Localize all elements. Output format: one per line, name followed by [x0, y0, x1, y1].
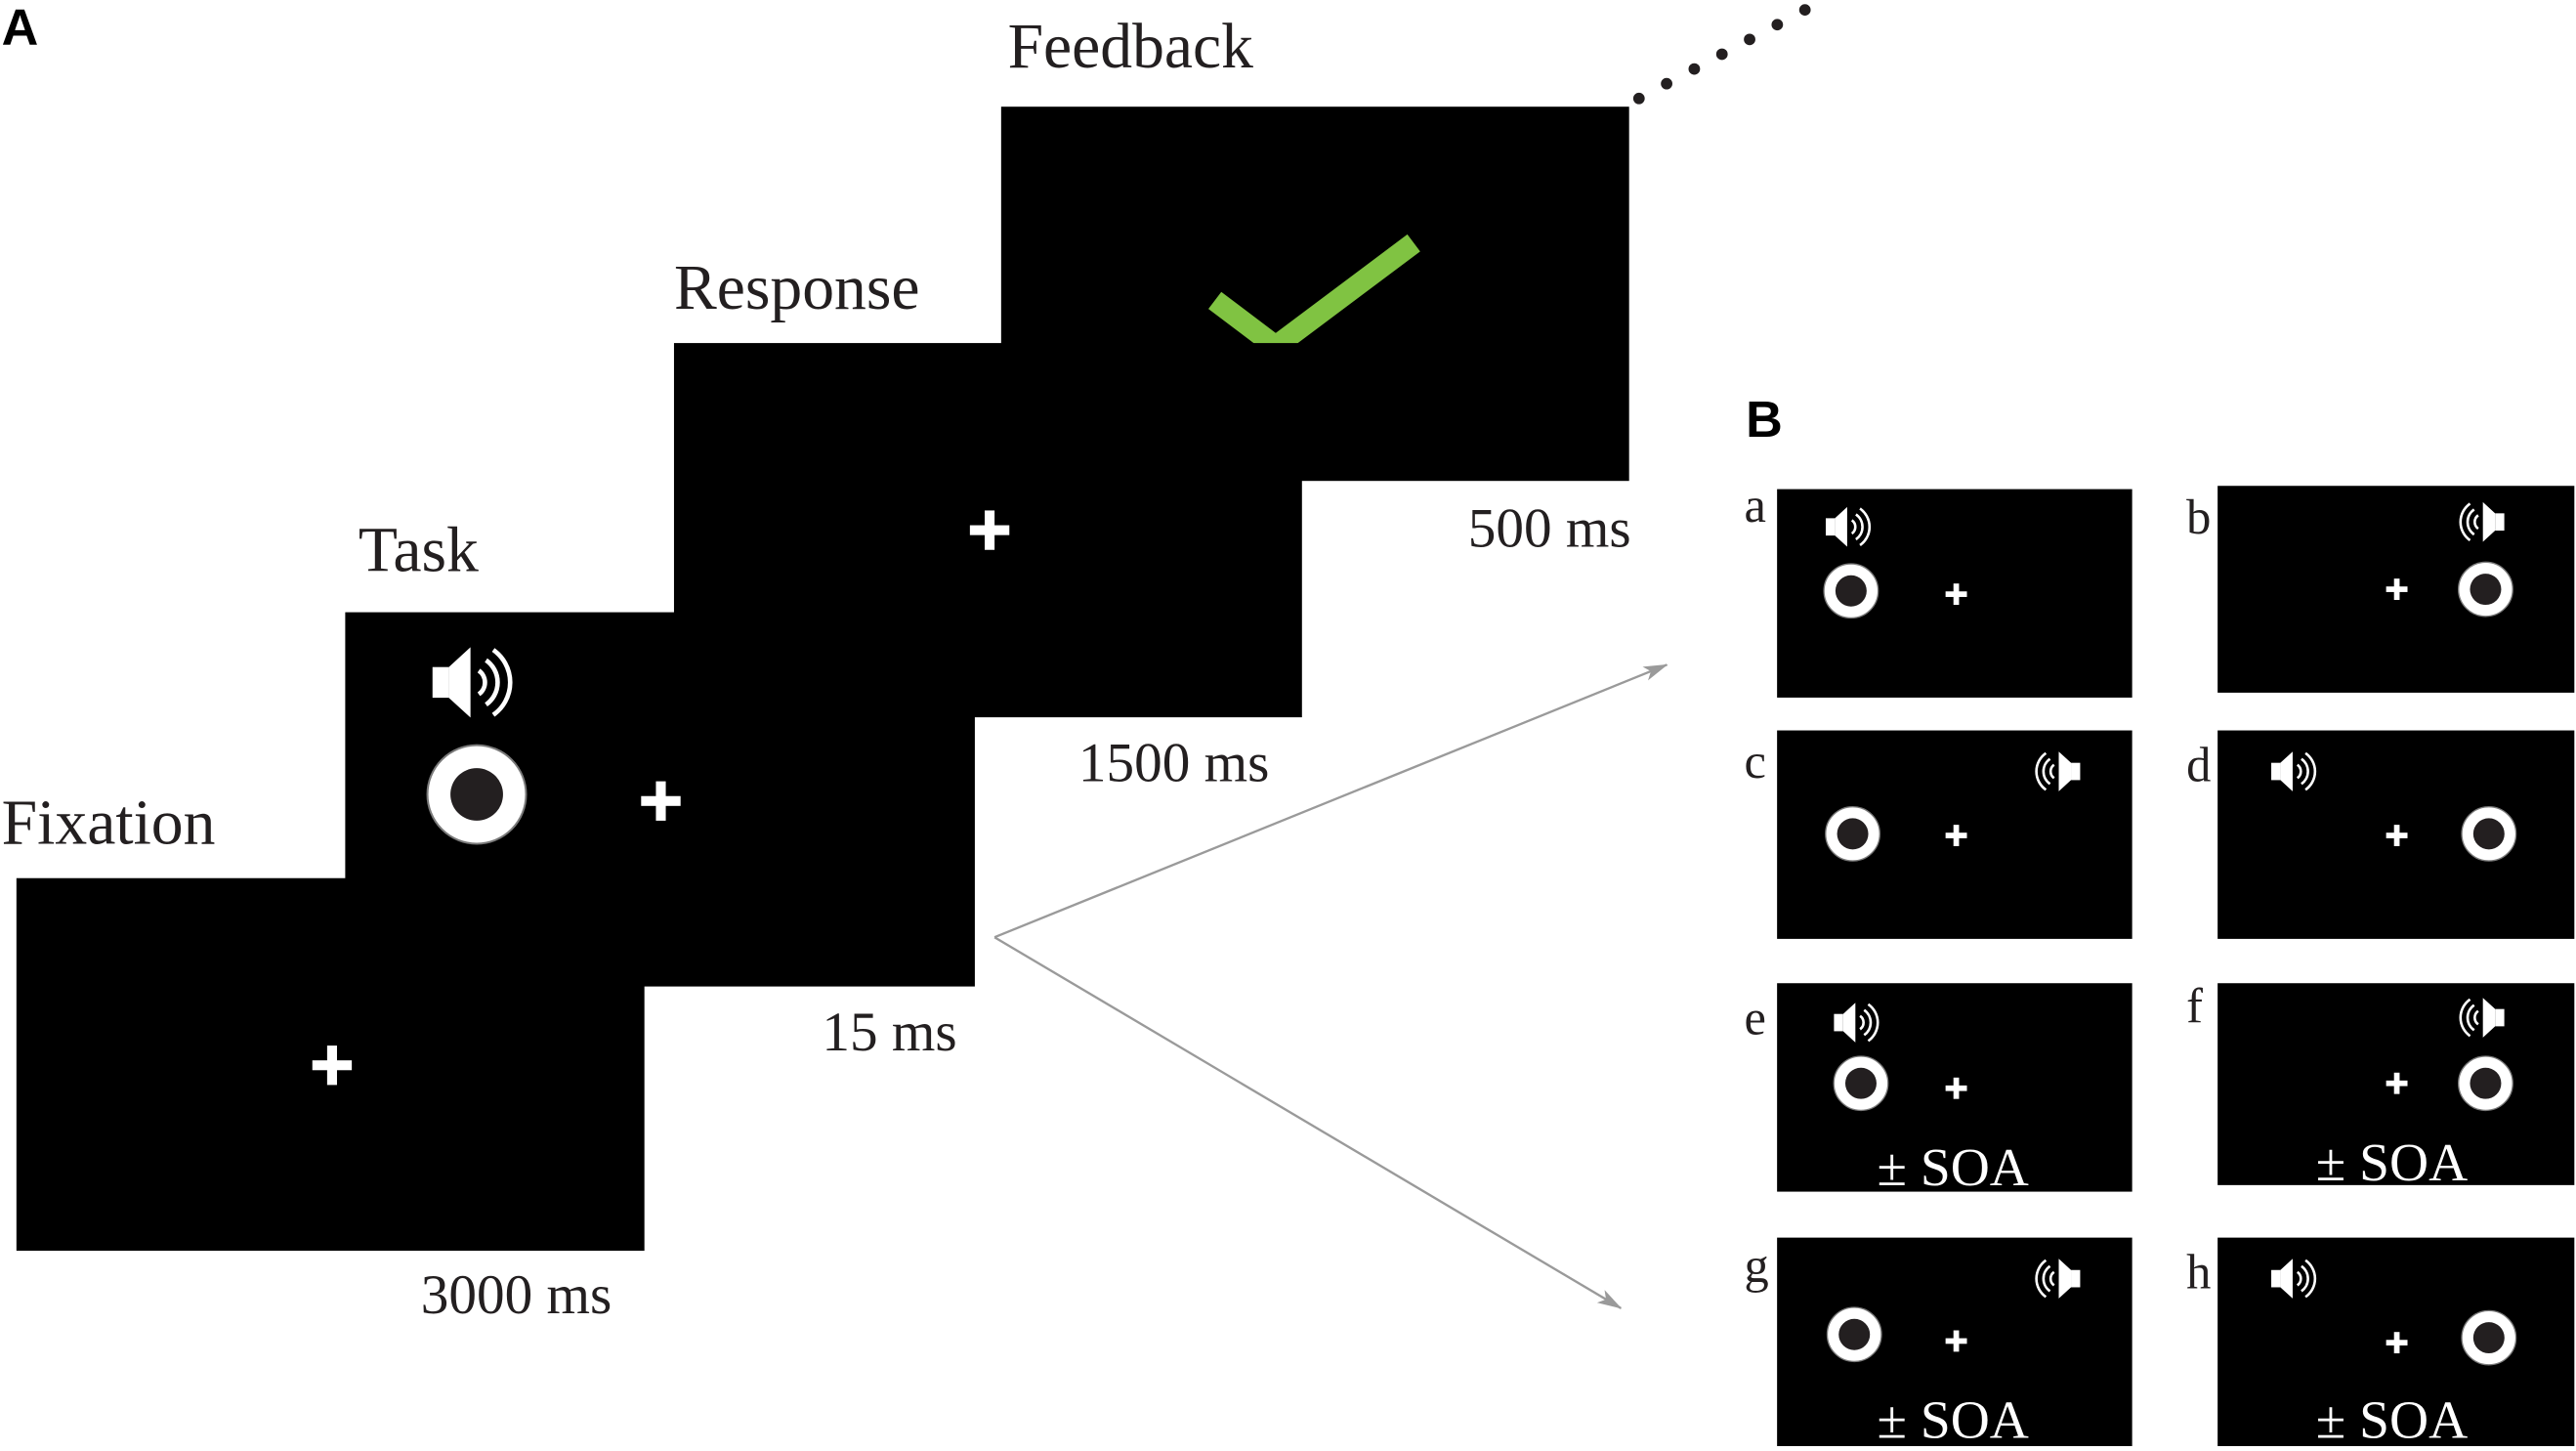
circle-target-icon [1823, 563, 1879, 619]
circle-target-icon [2461, 805, 2517, 862]
condition-letter: f [2186, 979, 2203, 1034]
duration-task: 15 ms [822, 1002, 956, 1063]
circle-target-icon [426, 744, 528, 845]
duration-response: 1500 ms [1078, 733, 1269, 794]
soa-label: ± SOA [2316, 1133, 2468, 1193]
expand-arrow-lower [993, 936, 1623, 1309]
circle-target-icon [2458, 561, 2513, 618]
duration-fixation: 3000 ms [421, 1264, 612, 1326]
condition-b: b [2186, 486, 2575, 693]
expand-arrow-upper [993, 663, 1668, 939]
circle-target-icon [1833, 1055, 1889, 1112]
condition-f: f ± SOA [2186, 979, 2575, 1193]
condition-a: a [1744, 478, 2133, 698]
condition-g: g ± SOA [1744, 1237, 2133, 1451]
fixation-cross-icon [1945, 583, 1967, 606]
circle-target-icon [1826, 1306, 1882, 1363]
screen-label-feedback: Feedback [1008, 12, 1254, 82]
fixation-cross-icon [312, 1046, 353, 1086]
fixation-cross-icon [1945, 1330, 1967, 1352]
screen-label-fixation: Fixation [2, 789, 216, 859]
condition-letter: d [2186, 738, 2211, 792]
circle-target-icon [2461, 1309, 2517, 1366]
fixation-cross-icon [969, 510, 1010, 550]
fixation-cross-icon [1945, 825, 1967, 846]
screen-label-response: Response [674, 253, 920, 323]
fixation-cross-icon [1945, 1077, 1967, 1099]
condition-e: e ± SOA [1744, 983, 2133, 1198]
condition-letter: e [1744, 990, 1765, 1045]
soa-label: ± SOA [1877, 1138, 2028, 1198]
condition-c: c [1744, 730, 2133, 939]
continuation-dotted-line [1632, 4, 1811, 105]
condition-letter: h [2186, 1245, 2211, 1300]
panel-label-b: B [1746, 392, 1783, 448]
condition-letter: a [1744, 478, 1765, 533]
screen-label-task: Task [359, 516, 479, 586]
duration-feedback: 500 ms [1468, 497, 1631, 559]
soa-label: ± SOA [2316, 1391, 2468, 1451]
circle-target-icon [2458, 1055, 2513, 1112]
circle-target-icon [1825, 805, 1880, 862]
fixation-cross-icon [641, 781, 681, 821]
fixation-screen [16, 877, 645, 1252]
fixation-cross-icon [2386, 578, 2408, 600]
condition-letter: c [1744, 734, 1765, 789]
condition-letter: b [2186, 490, 2211, 544]
condition-letter: g [1744, 1238, 1768, 1293]
panel-label-a: A [2, 0, 39, 56]
fixation-cross-icon [2386, 1072, 2408, 1094]
condition-h: h ± SOA [2186, 1237, 2575, 1451]
condition-d: d [2186, 730, 2575, 939]
fixation-cross-icon [2386, 1332, 2408, 1354]
fixation-cross-icon [2386, 825, 2408, 846]
soa-label: ± SOA [1877, 1391, 2028, 1451]
